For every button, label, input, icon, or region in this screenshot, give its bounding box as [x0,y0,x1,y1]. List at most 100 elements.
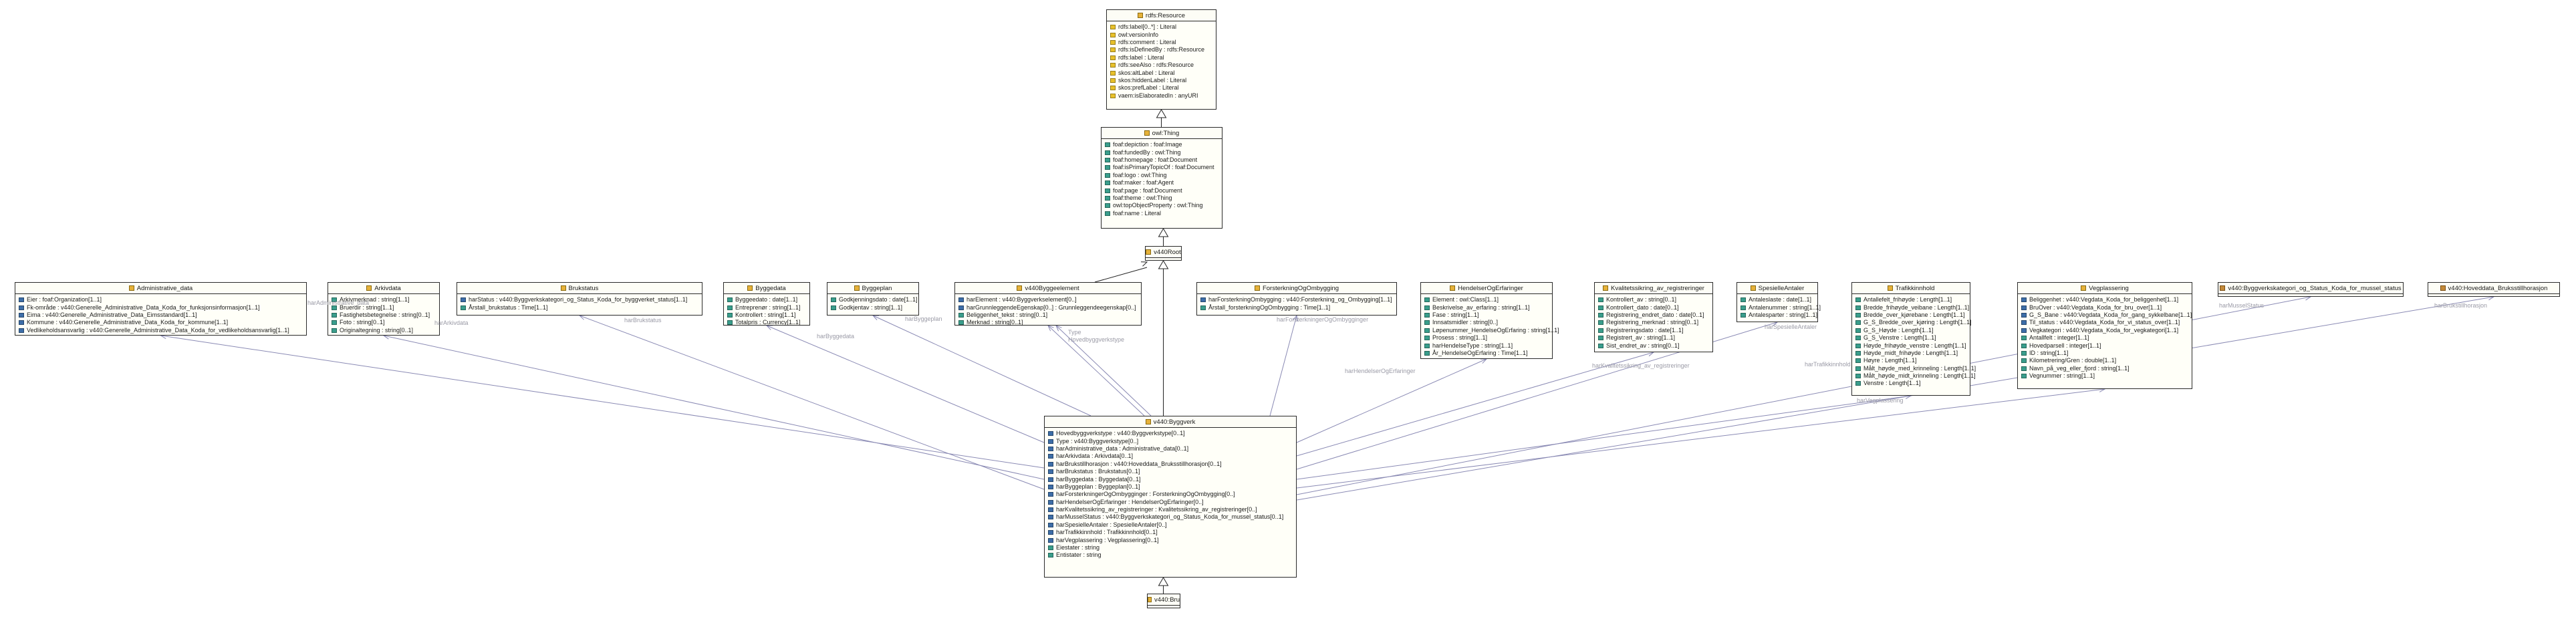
attribute-row[interactable]: harArkivdata : Arkivdata[0..1] [1048,453,1293,460]
attribute-row[interactable]: ID : string[1..1] [2021,350,2188,357]
attribute-row[interactable]: harHendelserOgErfaringer : HendelserOgEr… [1048,499,1293,506]
attribute-row[interactable]: skos:altLabel : Literal [1110,69,1212,76]
attribute-row[interactable]: harBrukstillhorasjon : v440:Hoveddata_Br… [1048,461,1293,468]
attribute-row[interactable]: Beliggenhet_tekst : string[0..1] [958,312,1138,319]
attribute-row[interactable]: Eiestater : string [1048,544,1293,551]
attribute-row[interactable]: Vegnummer : string[1..1] [2021,372,2188,380]
attribute-row[interactable]: Registrert_av : string[1..1] [1598,334,1709,342]
attribute-row[interactable]: Kontrollert : string[1..1] [727,312,806,319]
attribute-row[interactable]: Høyde_frihøyde_venstre : Length[1..1] [1855,342,1966,349]
attribute-row[interactable]: Fastighetsbetegnelse : string[0..1] [332,312,436,319]
attribute-row[interactable]: Bruerdir : string[1..1] [332,303,436,311]
attribute-row[interactable]: G_S_Venstre : Length[1..1] [1855,334,1966,342]
attribute-row[interactable]: Kontrollert_dato : date[0..1] [1598,303,1709,311]
attribute-row[interactable]: foaf:homepage : foaf:Document [1105,156,1218,164]
attribute-row[interactable]: foaf:name : Literal [1105,210,1218,217]
attribute-row[interactable]: Høyde_midt_frihøyde : Length[1..1] [1855,350,1966,357]
attribute-row[interactable]: rdfs:seeAlso : rdfs:Resource [1110,61,1212,69]
attribute-row[interactable]: harForsterkningerOgOmbygginger : Forster… [1048,491,1293,498]
attribute-row[interactable]: harElement : v440:Byggverkselement[0..] [958,296,1138,303]
attribute-row[interactable]: Kilometrering/Gren : double[1..1] [2021,357,2188,364]
attribute-row[interactable]: Eier : foaf:Organization[1..1] [19,296,303,303]
attribute-row[interactable]: Fase : string[1..1] [1424,312,1549,319]
attribute-row[interactable]: harVegplassering : Vegplassering[0..1] [1048,536,1293,543]
attribute-row[interactable]: G_S_Høyde : Length[1..1] [1855,327,1966,334]
attribute-row[interactable]: harBrukstatus : Brukstatus[0..1] [1048,468,1293,475]
attribute-row[interactable]: harByggedata : Byggedata[0..1] [1048,475,1293,483]
attribute-row[interactable]: Byggeedato : date[1..1] [727,296,806,303]
attribute-row[interactable]: harSpesielleAntaler : SpesielleAntaler[0… [1048,521,1293,529]
attribute-row[interactable]: Kommune : v440:Generelle_Administrative_… [19,319,303,326]
attribute-row[interactable]: Prosess : string[1..1] [1424,334,1549,342]
attribute-row[interactable]: harForsterkningOmbygging : v440:Forsterk… [1200,296,1393,303]
attribute-row[interactable]: Sist_endret_av : string[0..1] [1598,342,1709,349]
attribute-row[interactable]: Antalenummer : string[1..1] [1741,303,1821,311]
class-v440bru[interactable]: v440:Bru [1147,594,1180,608]
attribute-row[interactable]: Hovedbyggverkstype : v440:Byggverkstype[… [1048,430,1293,437]
attribute-row[interactable]: Innsatsmidler : string[0..] [1424,319,1549,326]
attribute-row[interactable]: Foto : string[0..1] [332,319,436,326]
attribute-row[interactable]: skos:prefLabel : Literal [1110,84,1212,92]
attribute-row[interactable]: Godkjenningsdato : date[1..1] [831,296,918,303]
attribute-row[interactable]: År_HendelseOgErfaring : Time[1..1] [1424,350,1549,357]
attribute-row[interactable]: Type : v440:Byggverkstype[0..] [1048,437,1293,445]
attribute-row[interactable]: Antaleslaste : date[1..1] [1741,296,1814,303]
attribute-row[interactable]: foaf:maker : foaf:Agent [1105,179,1218,187]
attribute-row[interactable]: rdfs:label : Literal [1110,54,1212,61]
attribute-row[interactable]: Antalesparter : string[1..1] [1741,312,1817,319]
attribute-row[interactable]: G_S_Bane : v440:Vegdata_Koda_for_gang_sy… [2021,312,2192,319]
attribute-row[interactable]: vaem:isElaboratedIn : anyURI [1110,92,1212,100]
attribute-row[interactable]: rdfs:isDefinedBy : rdfs:Resource [1110,46,1212,53]
attribute-row[interactable]: rdfs:label[0..*] : Literal [1110,23,1212,31]
attribute-row[interactable]: Eima : v440:Generelle_Administrative_Dat… [19,312,303,319]
attribute-row[interactable]: Godkjentav : string[1..1] [831,303,915,311]
attribute-row[interactable]: Arkivmerknad : string[1..1] [332,296,436,303]
attribute-row[interactable]: Vegkategori : v440:Vegdata_Koda_for_vegk… [2021,327,2188,334]
attribute-row[interactable]: harGrunnleggendeEgenskap[0..] : Grunnleg… [958,303,1138,311]
attribute-row[interactable]: G_S_Bredde_over_kjøring : Length[1..1] [1855,319,1972,326]
attribute-row[interactable]: Målt_høyde_midt_krinneling : Length[1..1… [1855,372,1976,380]
attribute-row[interactable]: Bredde_frihøyde_veibane : Length[1..1] [1855,303,1969,311]
attribute-row[interactable]: harStatus : v440:Byggverkskategori_og_St… [461,296,698,303]
attribute-row[interactable]: harMusselStatus : v440:Byggverkskategori… [1048,513,1293,521]
attribute-row[interactable]: owl:versionInfo [1110,31,1212,38]
attribute-row[interactable]: Beskrivelse_av_erfaring : string[1..1] [1424,303,1549,311]
attribute-row[interactable]: Navn_på_veg_eller_fjord : string[1..1] [2021,365,2188,372]
attribute-row[interactable]: Entreprenør : string[1..1] [727,303,806,311]
attribute-row[interactable]: Årstall_brukstatus : Time[1..1] [461,303,698,311]
attribute-row[interactable]: foaf:isPrimaryTopicOf : foaf:Document [1105,164,1218,171]
attribute-row[interactable]: Originaltegning : string[0..1] [332,327,436,334]
attribute-row[interactable]: rdfs:comment : Literal [1110,39,1212,46]
attribute-row[interactable]: Registreringsdato : date[1..1] [1598,327,1709,334]
attribute-row[interactable]: Hovedparsell : integer[1..1] [2021,342,2188,349]
attribute-row[interactable]: Entistater : string [1048,551,1293,559]
class-brukstilhoresjon[interactable]: v440:Hoveddata_Bruksstillhorasjon [2428,282,2560,297]
class-v440root[interactable]: v440Root [1145,246,1182,261]
attribute-row[interactable]: Registrering_merknad : string[0..1] [1598,319,1709,326]
attribute-row[interactable]: foaf:page : foaf:Document [1105,187,1218,194]
attribute-row[interactable]: Løpenummer_HendelseOgErfaring : string[1… [1424,327,1559,334]
attribute-row[interactable]: Element : owl:Class[1..1] [1424,296,1549,303]
attribute-row[interactable]: Antallefelt_frihøyde : Length[1..1] [1855,296,1966,303]
class-kodestatus[interactable]: v440:Byggverkskategori_og_Status_Koda_fo… [2218,282,2404,297]
attribute-row[interactable]: Registrering_endret_dato : date[0..1] [1598,312,1709,319]
attribute-row[interactable]: owl:topObjectProperty : owl:Thing [1105,202,1218,209]
attribute-row[interactable]: harTrafikkinnhold : Trafikkinnhold[0..1] [1048,529,1293,536]
attribute-row[interactable]: Kontrollert_av : string[0..1] [1598,296,1709,303]
attribute-row[interactable]: foaf:depiction : foaf:Image [1105,141,1218,148]
attribute-row[interactable]: Venstre : Length[1..1] [1855,380,1966,387]
